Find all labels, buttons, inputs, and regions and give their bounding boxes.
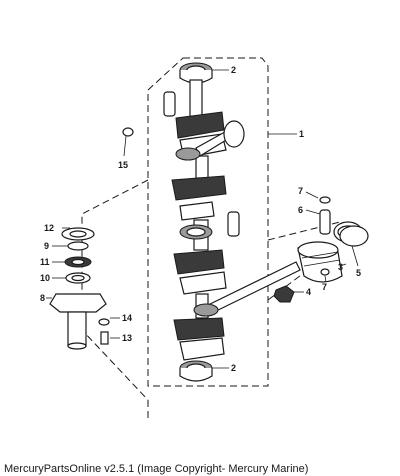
- callout-7-upper: 7: [298, 186, 303, 196]
- upper-connecting-rod: [175, 120, 245, 161]
- callout-15: 15: [118, 160, 128, 170]
- dowel-pin-upper: [163, 91, 176, 117]
- callout-7-lower: 7: [322, 282, 327, 292]
- bearing-group-boundary: [81, 179, 149, 420]
- leader-lines: [46, 69, 359, 369]
- wrist-pin: [319, 196, 331, 276]
- callout-1: 1: [299, 129, 304, 139]
- item-15-cap: [122, 127, 134, 137]
- callout-2-bottom: 2: [231, 363, 236, 373]
- washer-14: [98, 318, 110, 326]
- piston-rings: [333, 221, 369, 247]
- item-4-nut: [273, 285, 295, 303]
- copyright-caption: MercuryPartsOnline v2.5.1 (Image Copyrig…: [4, 463, 308, 475]
- dowel-pin-middle: [227, 211, 240, 237]
- callout-5: 5: [356, 268, 361, 278]
- piston: [297, 241, 343, 283]
- callout-11: 11: [40, 257, 50, 267]
- callout-12: 12: [44, 223, 54, 233]
- callout-4: 4: [306, 287, 311, 297]
- callout-6: 6: [298, 205, 303, 215]
- callout-8: 8: [40, 293, 45, 303]
- crankshaft: [171, 79, 227, 361]
- callout-3: 3: [338, 262, 343, 272]
- bearing-housing-8: [49, 293, 107, 350]
- center-bearing: [179, 224, 213, 240]
- callout-2-top: 2: [231, 65, 236, 75]
- callout-14: 14: [122, 313, 132, 323]
- callout-10: 10: [40, 273, 50, 283]
- lower-connecting-rod: [193, 261, 301, 317]
- callout-13: 13: [122, 333, 132, 343]
- assembly-boundary: [147, 57, 269, 387]
- screw-13: [100, 331, 109, 345]
- bearing-11: [64, 256, 92, 268]
- callout-9: 9: [44, 241, 49, 251]
- bottom-main-bearing: [179, 360, 213, 382]
- seal-12: [61, 227, 95, 241]
- seal-10: [65, 272, 91, 284]
- o-ring-9: [67, 241, 89, 251]
